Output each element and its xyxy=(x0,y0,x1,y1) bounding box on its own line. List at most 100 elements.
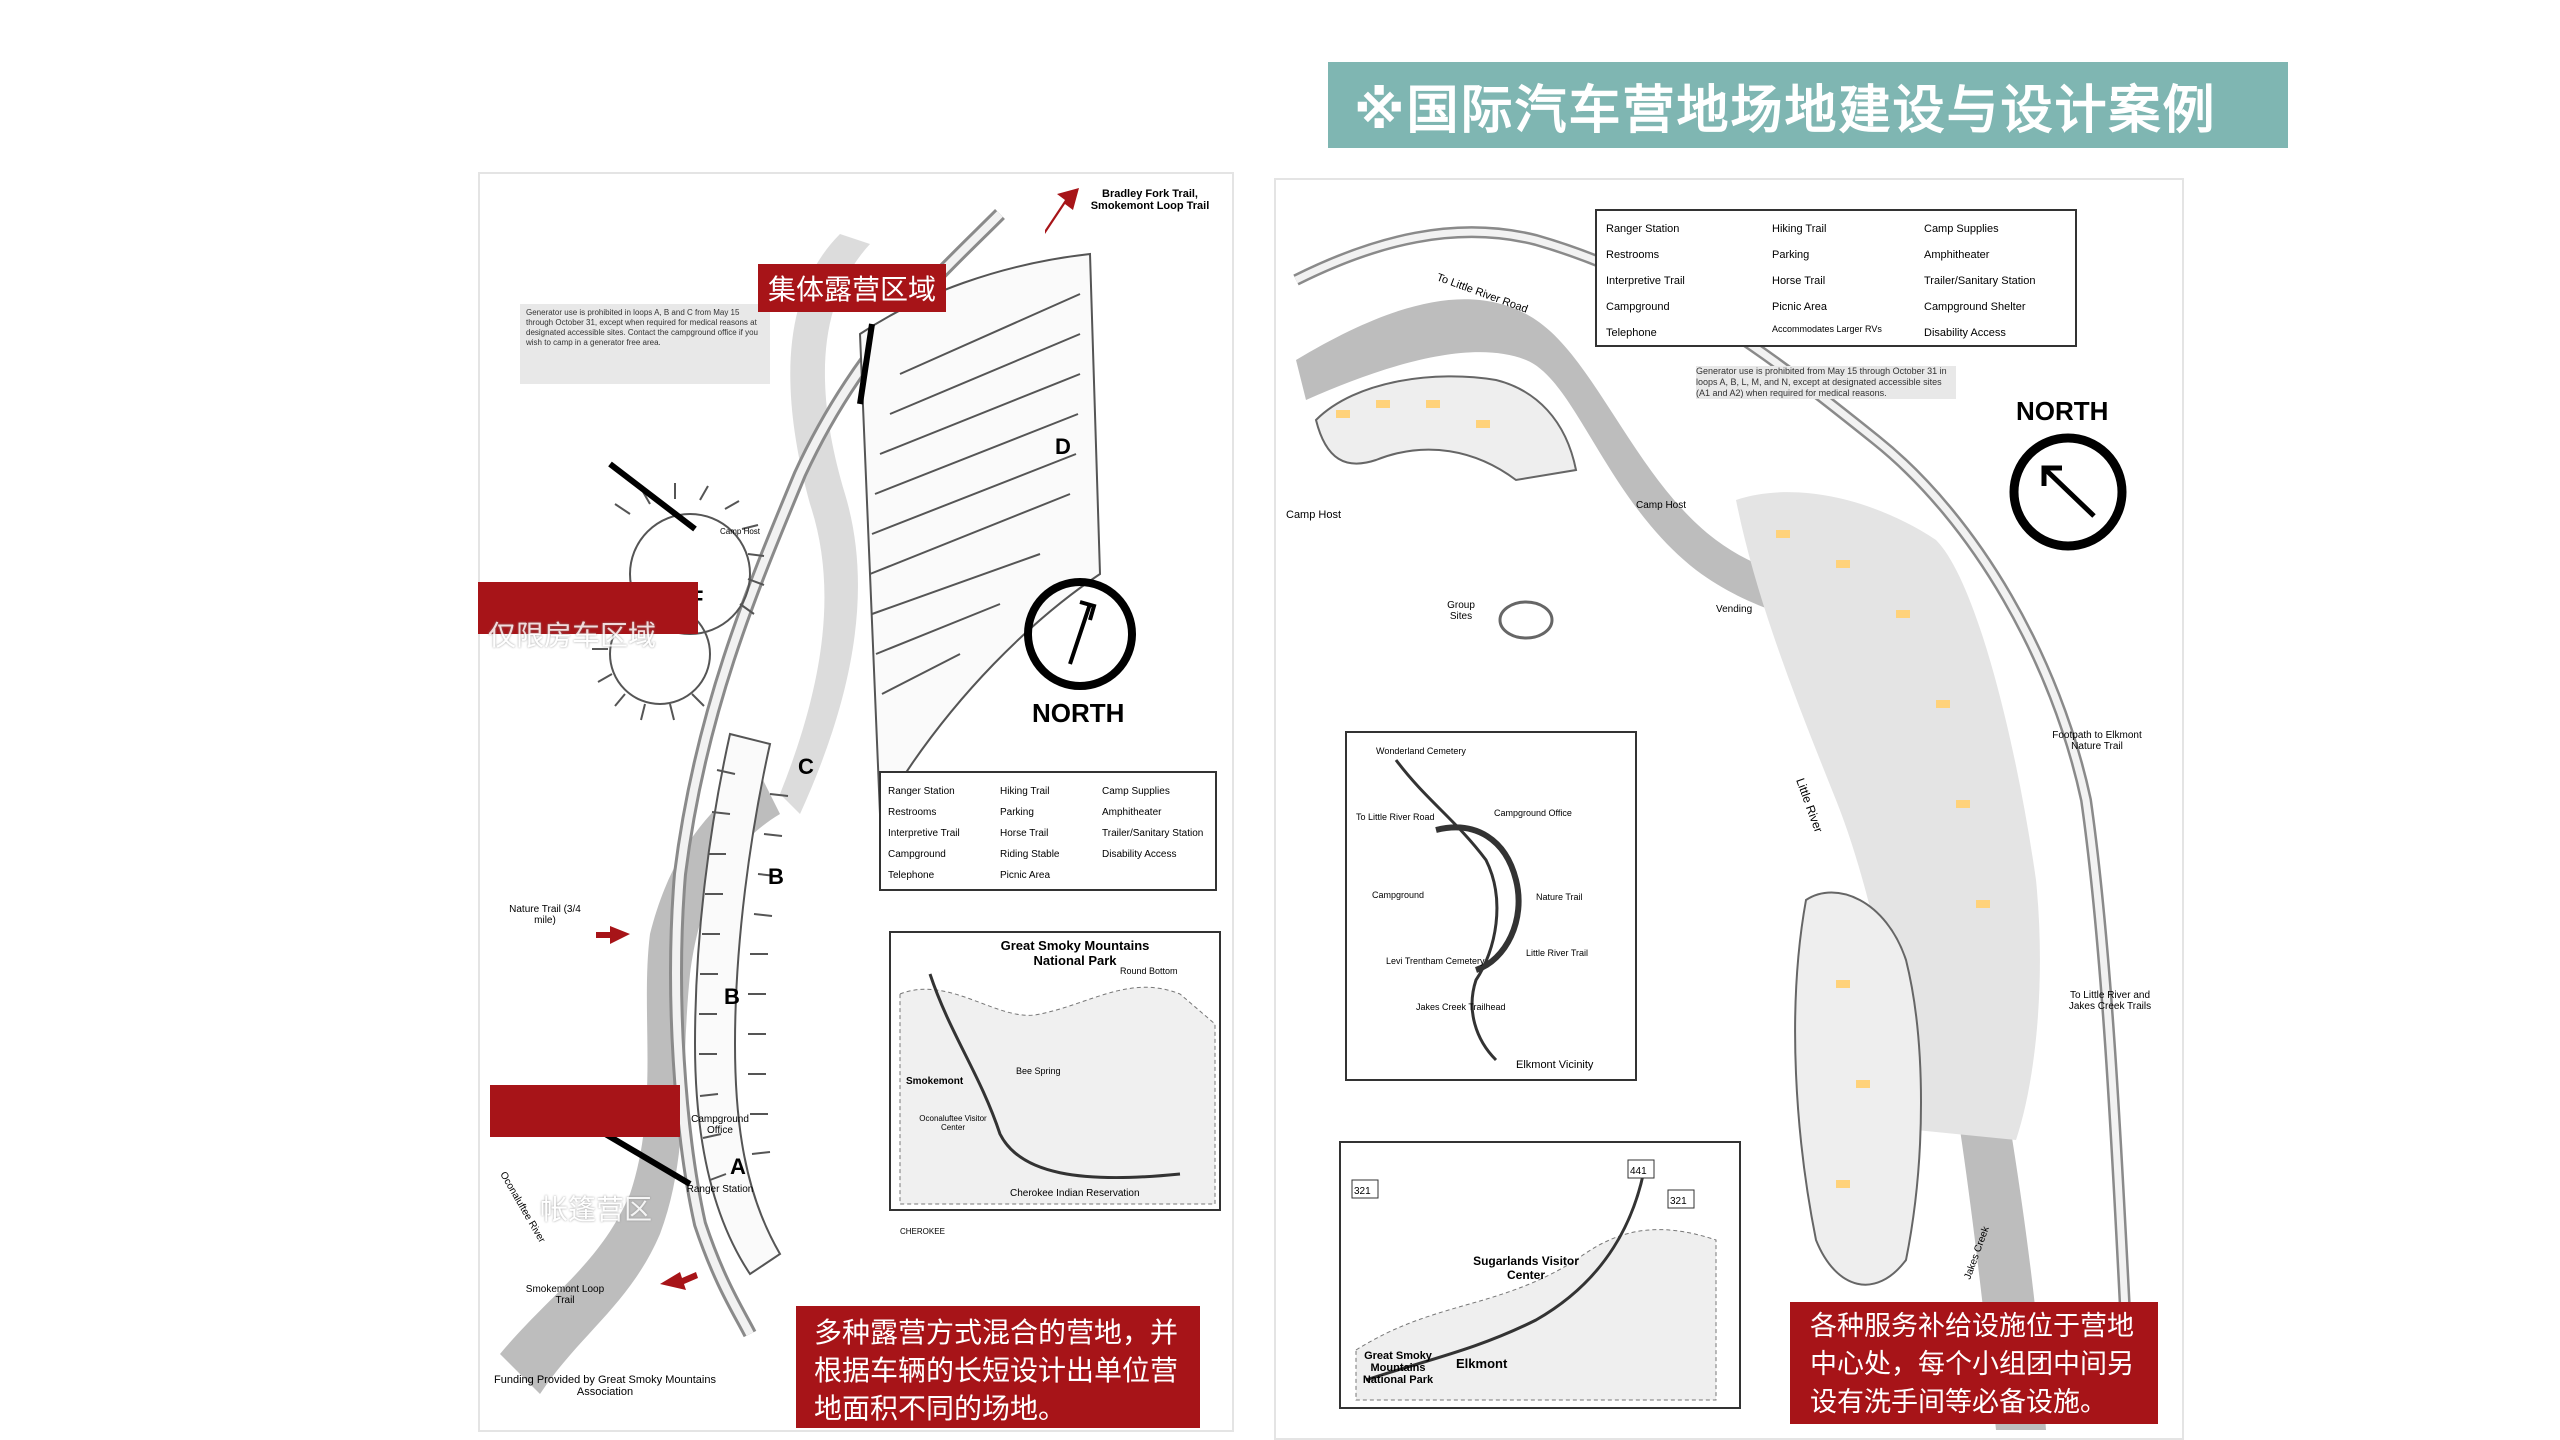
legend-box xyxy=(879,771,1217,891)
inset-reservation: Cherokee Indian Reservation xyxy=(1010,1188,1140,1199)
rv-arrow xyxy=(608,461,697,532)
inset-round-bottom: Round Bottom xyxy=(1120,966,1178,976)
north-compass-right xyxy=(2009,433,2127,551)
loop-label-c: C xyxy=(798,754,814,779)
camp-host-label: Camp Host xyxy=(720,527,761,536)
inset-title: Great Smoky Mountains National Park xyxy=(1000,938,1150,968)
footpath-label: Footpath to Elkmont Nature Trail xyxy=(2052,730,2142,752)
regional-park-label: Great Smoky Mountains National Park xyxy=(1362,1350,1434,1386)
inset-cherokee: CHEROKEE xyxy=(900,1227,945,1236)
group-sites-loop xyxy=(1498,600,1554,640)
vicinity-road xyxy=(1394,759,1499,1062)
generator-notice-box xyxy=(520,304,770,384)
smokemont-map: D F C B B A Generator use is prohibited … xyxy=(478,172,1234,1432)
vicinity-labels: Wonderland Cemetery To Little River Road… xyxy=(1356,746,1588,1012)
svg-text:Campground: Campground xyxy=(1606,301,1670,313)
page-title: ※国际汽车营地场地建设与设计案例 xyxy=(1354,80,2217,141)
svg-text:Disability Access: Disability Access xyxy=(1924,327,2006,339)
callout-group-camp: 集体露营区域 xyxy=(758,264,947,312)
svg-text:Camp Supplies: Camp Supplies xyxy=(1924,223,1999,235)
callout-tent-only xyxy=(490,1085,680,1137)
group-sites-label: Group Sites xyxy=(1447,600,1475,622)
page-title-bar: ※国际汽车营地场地建设与设计案例 xyxy=(1328,62,2288,148)
group-camp-arrow xyxy=(857,323,875,405)
loop-label-a: A xyxy=(730,1154,746,1179)
svg-text:Little River Trail: Little River Trail xyxy=(1526,948,1588,958)
svg-text:Jakes Creek Trailhead: Jakes Creek Trailhead xyxy=(1416,1002,1506,1012)
regional-elkmont: Elkmont xyxy=(1456,1356,1508,1371)
svg-text:Camp Supplies: Camp Supplies xyxy=(1102,786,1170,797)
callout-rv-limited xyxy=(478,582,698,634)
svg-text:Hiking Trail: Hiking Trail xyxy=(1000,786,1049,797)
callout-tent-only-text: 帐篷营区 xyxy=(540,1193,653,1226)
callout-summary-right: 各种服务补给设施位于营地中心处，每个小组团中间另设有洗手间等必备设施。 xyxy=(1790,1302,2158,1424)
regional-road xyxy=(1365,1159,1648,1382)
svg-text:Ranger Station: Ranger Station xyxy=(888,786,955,797)
route-321-shield-b xyxy=(1667,1189,1695,1209)
site-markers xyxy=(1336,400,1990,1188)
svg-text:Riding Stable: Riding Stable xyxy=(1000,849,1060,860)
vicinity-camp xyxy=(1435,824,1522,973)
inset-road xyxy=(928,973,1181,1180)
svg-text:Wonderland Cemetery: Wonderland Cemetery xyxy=(1376,746,1466,756)
inset-boundary xyxy=(899,986,1216,1205)
loop-area-left xyxy=(1314,375,1578,482)
nature-trail-label: Nature Trail (3/4 mile) xyxy=(509,904,581,926)
nature-trail-arrow xyxy=(596,926,630,944)
trail-top-label: Bradley Fork Trail, Smokemont Loop Trail xyxy=(1090,188,1210,212)
svg-text:Trailer/Sanitary Station: Trailer/Sanitary Station xyxy=(1102,828,1203,839)
svg-text:Campground: Campground xyxy=(1372,890,1424,900)
loop-area-k-m xyxy=(1794,891,1922,1286)
svg-text:Restrooms: Restrooms xyxy=(888,807,936,818)
legend-box-right xyxy=(1595,209,2077,347)
svg-text:Parking: Parking xyxy=(1000,807,1034,818)
to-trails-label: To Little River and Jakes Creek Trails xyxy=(2068,990,2152,1012)
river-shape xyxy=(500,774,780,1394)
svg-text:Picnic Area: Picnic Area xyxy=(1772,301,1828,313)
svg-text:Telephone: Telephone xyxy=(888,870,935,881)
svg-text:To Little River Road: To Little River Road xyxy=(1356,812,1435,822)
vicinity-title: Elkmont Vicinity xyxy=(1516,1059,1594,1071)
campground-office-label: Campground Office xyxy=(691,1114,749,1136)
funding-credit: Funding Provided by Great Smoky Mountain… xyxy=(494,1374,716,1398)
svg-text:Telephone: Telephone xyxy=(1606,327,1657,339)
svg-text:Ranger Station: Ranger Station xyxy=(1606,223,1679,235)
generator-notice: Generator use is prohibited in loops A, … xyxy=(526,308,758,347)
loop-label-d: D xyxy=(1055,434,1071,459)
svg-text:Picnic Area: Picnic Area xyxy=(1000,870,1050,881)
svg-text:Parking: Parking xyxy=(1772,249,1809,261)
svg-text:Horse Trail: Horse Trail xyxy=(1772,275,1825,287)
river-label-right: Little River xyxy=(1793,776,1826,834)
loops-abc xyxy=(693,732,789,1276)
vending-label: Vending xyxy=(1716,604,1752,615)
svg-text:Amphitheater: Amphitheater xyxy=(1924,249,1990,261)
svg-text:Nature Trail: Nature Trail xyxy=(1536,892,1583,902)
svg-text:Campground Office: Campground Office xyxy=(1494,808,1572,818)
svg-text:Hiking Trail: Hiking Trail xyxy=(1772,223,1826,235)
route-441: 441 xyxy=(1630,1166,1647,1177)
route-321-b: 321 xyxy=(1670,1196,1687,1207)
loop-label-b1: B xyxy=(768,864,784,889)
svg-text:Trailer/Sanitary Station: Trailer/Sanitary Station xyxy=(1924,275,2035,287)
smokemont-trail-label: Smokemont Loop Trail xyxy=(525,1284,605,1306)
north-compass xyxy=(1024,578,1136,690)
smokemont-trail-arrow xyxy=(660,1272,698,1290)
river-elkmont xyxy=(1296,299,2046,1430)
svg-text:Accommodates Larger RVs: Accommodates Larger RVs xyxy=(1772,324,1882,334)
route-321-a: 321 xyxy=(1354,1186,1371,1197)
tent-arrow xyxy=(600,1129,692,1187)
camp-host-left-label: Camp Host xyxy=(1286,509,1341,521)
svg-text:Levi Trentham Cemetery: Levi Trentham Cemetery xyxy=(1386,956,1485,966)
camp-host-mid-label: Camp Host xyxy=(1636,500,1686,511)
sugarlands-label: Sugarlands Visitor Center xyxy=(1473,1254,1579,1282)
svg-text:Amphitheater: Amphitheater xyxy=(1102,807,1162,818)
callout-rv-limited-text: 仅限房车区域 xyxy=(488,619,657,652)
loop-d-sites xyxy=(858,252,1102,818)
inset-smokemont: Smokemont xyxy=(906,1076,964,1087)
inset-bee-spring: Bee Spring xyxy=(1016,1066,1061,1076)
trail-top-arrow xyxy=(1045,188,1079,234)
